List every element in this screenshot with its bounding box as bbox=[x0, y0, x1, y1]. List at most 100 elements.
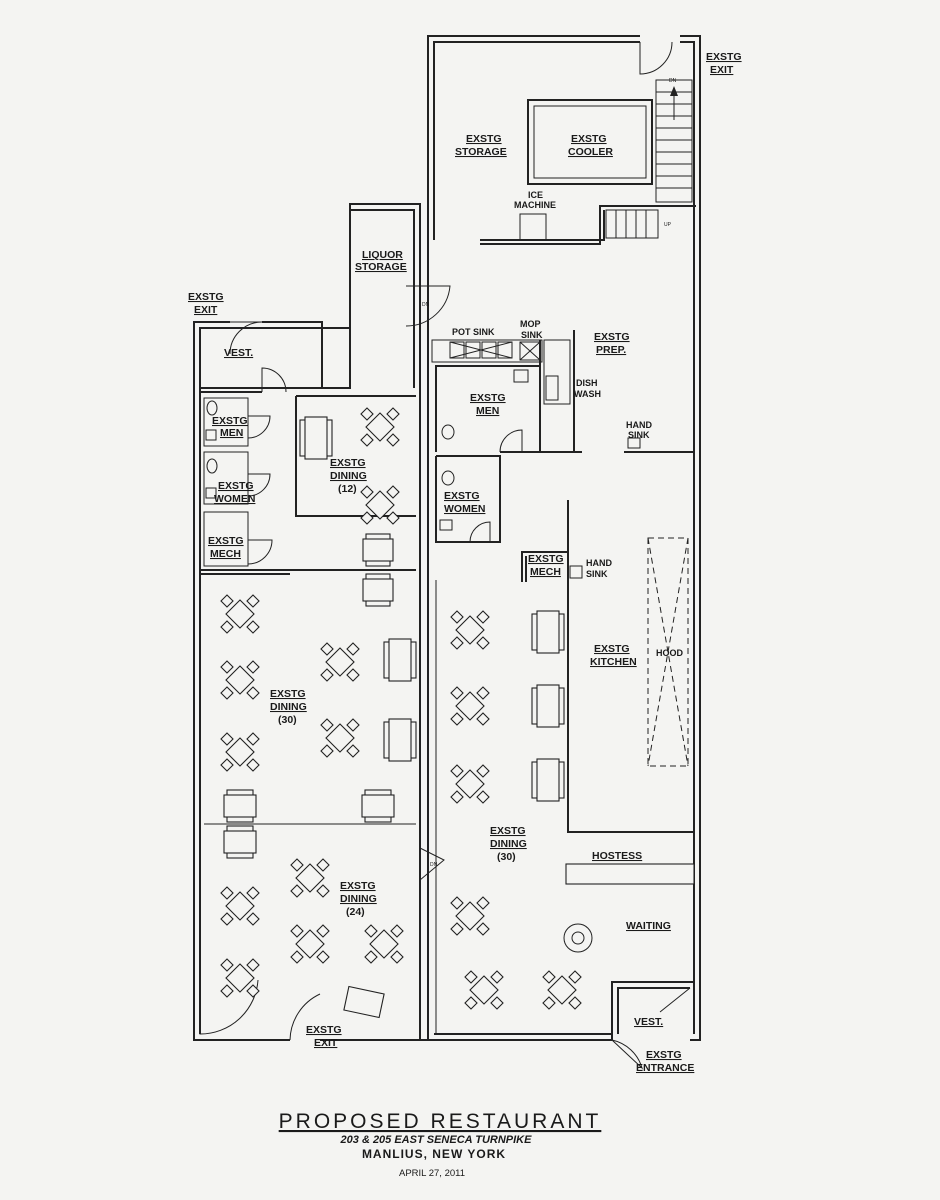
table-diamond bbox=[290, 924, 330, 964]
table-rect bbox=[383, 638, 417, 682]
dining-12-label: EXSTG bbox=[330, 457, 366, 469]
dining-30-right-label: (30) bbox=[497, 851, 516, 863]
table-rect bbox=[361, 789, 395, 823]
pot-sink-label: POT SINK bbox=[452, 327, 495, 337]
vest-left-label: VEST. bbox=[224, 347, 253, 359]
table-diamond bbox=[290, 858, 330, 898]
storage-label: STORAGE bbox=[455, 146, 507, 158]
men-left-label: EXSTG bbox=[212, 415, 248, 427]
men-left-label: MEN bbox=[220, 427, 243, 439]
dining-24-label: (24) bbox=[346, 906, 365, 918]
hand-sink-2-label: HAND bbox=[586, 558, 612, 568]
table-rect bbox=[299, 416, 333, 460]
exit-top-right-label: EXSTG bbox=[706, 51, 742, 63]
drawing-city: MANLIUS, NEW YORK bbox=[362, 1147, 506, 1161]
vest-right-label: VEST. bbox=[634, 1016, 663, 1028]
mop-sink-label: MOP bbox=[520, 319, 541, 329]
table-diamond bbox=[364, 924, 404, 964]
exit-top-right-label: EXIT bbox=[710, 64, 734, 76]
dish-wash-label: WASH bbox=[574, 389, 601, 399]
women-right-label: EXSTG bbox=[444, 490, 480, 502]
exit-bottom-label: EXSTG bbox=[306, 1024, 342, 1036]
dn-mid-label: DN bbox=[422, 302, 430, 308]
mech-left-label: EXSTG bbox=[208, 535, 244, 547]
room-labels: EXSTG EXIT DN EXSTG STORAGE EXSTG COOLER… bbox=[188, 51, 742, 1074]
dining-30-left-label: DINING bbox=[270, 701, 307, 713]
drawing-address: 203 & 205 EAST SENECA TURNPIKE bbox=[340, 1134, 533, 1146]
table-rect bbox=[223, 825, 257, 859]
mech-right-label: MECH bbox=[530, 566, 561, 578]
dn-lower-label: DN bbox=[430, 862, 438, 868]
table-diamond bbox=[320, 718, 360, 758]
dining-12-label: (12) bbox=[338, 483, 357, 495]
hand-sink-2-label: SINK bbox=[586, 569, 608, 579]
storage-label: EXSTG bbox=[466, 133, 502, 145]
cooler-label: EXSTG bbox=[571, 133, 607, 145]
entrance-label: EXSTG bbox=[646, 1049, 682, 1061]
interior-walls bbox=[199, 79, 696, 1040]
dining-12-label: DINING bbox=[330, 470, 367, 482]
mech-left-label: MECH bbox=[210, 548, 241, 560]
table-diamond bbox=[220, 660, 260, 700]
table-rect bbox=[531, 610, 565, 654]
table-diamond bbox=[360, 485, 400, 525]
hand-sink-1-label: SINK bbox=[628, 430, 650, 440]
exit-bottom-label: EXIT bbox=[314, 1037, 338, 1049]
table-diamond bbox=[464, 970, 504, 1010]
kitchen-label: KITCHEN bbox=[590, 656, 637, 668]
title-block: PROPOSED RESTAURANT 203 & 205 EAST SENEC… bbox=[279, 1110, 602, 1179]
hostess-label: HOSTESS bbox=[592, 850, 642, 862]
table-rect bbox=[343, 985, 385, 1019]
table-diamond bbox=[320, 642, 360, 682]
exterior-walls bbox=[193, 35, 701, 1041]
table-diamond bbox=[220, 594, 260, 634]
mech-right-label: EXSTG bbox=[528, 553, 564, 565]
men-right-label: EXSTG bbox=[470, 392, 506, 404]
ice-machine-label: ICE bbox=[528, 190, 543, 200]
liquor-storage-label: STORAGE bbox=[355, 261, 407, 273]
women-left-label: WOMEN bbox=[214, 493, 255, 505]
kitchen-label: EXSTG bbox=[594, 643, 630, 655]
doors bbox=[199, 41, 691, 1070]
liquor-storage-label: LIQUOR bbox=[362, 249, 403, 261]
ice-machine-label: MACHINE bbox=[514, 200, 556, 210]
dish-wash-label: DISH bbox=[576, 378, 598, 388]
mop-sink-label: SINK bbox=[521, 330, 543, 340]
dining-24-label: EXSTG bbox=[340, 880, 376, 892]
table-diamond bbox=[450, 610, 490, 650]
hood-label: HOOD bbox=[656, 648, 684, 658]
entrance-label: ENTRANCE bbox=[636, 1062, 694, 1074]
table-diamond bbox=[450, 764, 490, 804]
prep-label: EXSTG bbox=[594, 331, 630, 343]
hand-sink-1-label: HAND bbox=[626, 420, 652, 430]
table-rect bbox=[362, 573, 394, 607]
women-right-label: WOMEN bbox=[444, 503, 485, 515]
cooler-label: COOLER bbox=[568, 146, 613, 158]
tables bbox=[220, 407, 582, 1019]
up-label: UP bbox=[664, 222, 672, 228]
waiting-label: WAITING bbox=[626, 920, 671, 932]
dining-30-left-label: EXSTG bbox=[270, 688, 306, 700]
dining-24-label: DINING bbox=[340, 893, 377, 905]
table-rect bbox=[383, 718, 417, 762]
men-right-label: MEN bbox=[476, 405, 499, 417]
women-left-label: EXSTG bbox=[218, 480, 254, 492]
table-diamond bbox=[220, 958, 260, 998]
table-rect bbox=[362, 533, 394, 567]
table-diamond bbox=[220, 732, 260, 772]
dining-30-right-label: EXSTG bbox=[490, 825, 526, 837]
drawing-title: PROPOSED RESTAURANT bbox=[279, 1110, 602, 1133]
table-rect bbox=[223, 789, 257, 823]
drawing-date: APRIL 27, 2011 bbox=[399, 1168, 465, 1179]
table-diamond bbox=[220, 886, 260, 926]
dining-30-right-label: DINING bbox=[490, 838, 527, 850]
table-diamond bbox=[360, 407, 400, 447]
table-diamond bbox=[542, 970, 582, 1010]
exit-left-label: EXSTG bbox=[188, 291, 224, 303]
table-rect bbox=[531, 684, 565, 728]
dn-top-label: DN bbox=[669, 78, 677, 84]
table-rect bbox=[531, 758, 565, 802]
table-diamond bbox=[450, 686, 490, 726]
dining-30-left-label: (30) bbox=[278, 714, 297, 726]
